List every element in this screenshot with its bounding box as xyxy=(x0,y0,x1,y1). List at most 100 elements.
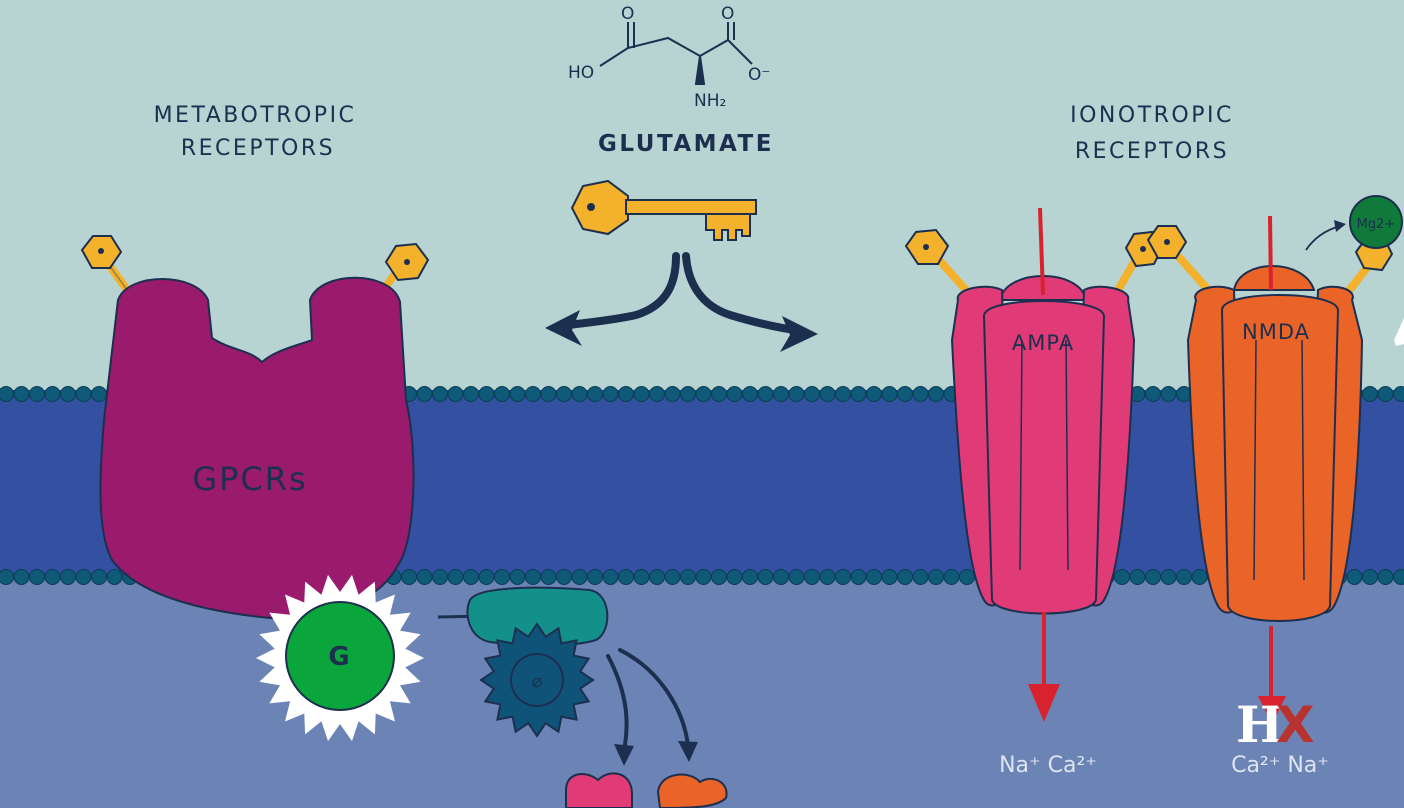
lipid-head xyxy=(633,569,650,585)
glutamate-bound-left-gpcr-icon xyxy=(80,235,134,297)
lipid-head xyxy=(0,569,14,585)
lipid-head xyxy=(819,569,836,585)
lipid-head xyxy=(912,569,929,585)
glutamate-molecule xyxy=(599,22,753,85)
lipid-head xyxy=(618,569,634,585)
second-messenger-pink-icon xyxy=(565,772,633,808)
gpcr-label: GPCRs xyxy=(192,460,307,498)
lipid-head xyxy=(773,386,789,402)
lipid-head xyxy=(447,569,464,585)
ampa-ion-flow-arrow-icon xyxy=(1028,207,1060,722)
lipid-head xyxy=(44,386,61,402)
ampa-receptor xyxy=(950,275,1136,615)
lipid-head xyxy=(416,569,433,585)
lipid-head xyxy=(835,386,851,402)
lipid-head xyxy=(711,386,727,402)
lipid-head xyxy=(602,386,619,402)
lipid-head xyxy=(91,386,107,402)
lipid-head xyxy=(602,569,619,585)
lipid-head xyxy=(695,569,712,585)
lipid-head xyxy=(742,569,758,585)
lipid-head xyxy=(416,386,433,402)
lipid-head xyxy=(13,386,30,402)
ionotropic-heading-line1: IONOTROPIC xyxy=(1070,103,1234,128)
lipid-head xyxy=(1393,386,1404,402)
lipid-head xyxy=(757,569,774,585)
lipid-head xyxy=(680,569,696,585)
lipid-head xyxy=(1160,569,1177,585)
nmda-receptor xyxy=(1186,265,1364,622)
branching-arrow-icon xyxy=(545,252,818,352)
effector-enzyme xyxy=(466,586,609,647)
lipid-head xyxy=(556,569,572,585)
lipid-head xyxy=(60,569,76,585)
lipid-head xyxy=(1145,386,1161,402)
lipid-head xyxy=(1145,569,1161,585)
mg-unblock-arrow-icon xyxy=(1305,220,1346,251)
glutamate-heading: GLUTAMATE xyxy=(598,131,774,157)
lipid-head xyxy=(680,386,696,402)
lipid-head xyxy=(587,386,603,402)
lipid-head xyxy=(540,569,557,585)
lipid-head xyxy=(29,386,45,402)
carbonyl-o-right: O xyxy=(721,4,734,24)
lipid-head xyxy=(959,569,975,585)
nmda-label: NMDA xyxy=(1242,320,1310,344)
lipid-head xyxy=(866,569,882,585)
lipid-head xyxy=(525,569,541,585)
metabotropic-heading-line2: RECEPTORS xyxy=(181,136,335,161)
lipid-head xyxy=(1377,386,1394,402)
lipid-head xyxy=(494,569,510,585)
lipid-head xyxy=(897,569,913,585)
lipid-head xyxy=(1160,386,1177,402)
amine-label: NH₂ xyxy=(694,91,726,111)
carboxylate-label: O⁻ xyxy=(748,65,770,85)
gear-hub-icon xyxy=(510,653,564,707)
lipid-head xyxy=(757,386,774,402)
lipid-head xyxy=(1346,569,1363,585)
lipid-head xyxy=(556,386,572,402)
lipid-head xyxy=(1362,569,1378,585)
lipid-head xyxy=(509,569,526,585)
lipid-head xyxy=(478,569,495,585)
glutamate-key-icon xyxy=(570,179,757,241)
lipid-head xyxy=(1362,386,1378,402)
lipid-head xyxy=(788,386,805,402)
lipid-head xyxy=(44,569,61,585)
carbonyl-o-left: O xyxy=(621,4,634,24)
lipid-head xyxy=(928,386,944,402)
lipid-head xyxy=(91,569,107,585)
effector-symbol: ⌀ xyxy=(532,671,543,692)
gpcr-receptor xyxy=(99,276,415,620)
lipid-head xyxy=(432,386,448,402)
ampa-ions-label: Na⁺ Ca²⁺ xyxy=(999,753,1097,778)
hx-logo-h: H xyxy=(1236,695,1283,754)
lipid-head xyxy=(478,386,495,402)
nmda-ions-label: Ca²⁺ Na⁺ xyxy=(1231,753,1329,778)
lipid-head xyxy=(29,569,45,585)
second-messenger-orange-icon xyxy=(656,773,728,808)
lipid-head xyxy=(525,386,541,402)
hx-logo-x: X xyxy=(1276,696,1315,754)
lipid-head xyxy=(0,386,14,402)
lipid-head xyxy=(726,569,743,585)
lipid-head xyxy=(649,386,665,402)
lipid-head xyxy=(447,386,464,402)
arrowhead-left-icon xyxy=(614,744,634,766)
ionotropic-heading-line2: RECEPTORS xyxy=(1075,139,1229,164)
lipid-head xyxy=(742,386,758,402)
lipid-head xyxy=(571,569,588,585)
lipid-head xyxy=(804,569,820,585)
lipid-head xyxy=(75,386,92,402)
lipid-head xyxy=(711,569,727,585)
lipid-head xyxy=(850,386,867,402)
lipid-head xyxy=(835,569,851,585)
lipid-head xyxy=(75,569,92,585)
metabotropic-heading-line1: METABOTROPIC xyxy=(154,103,357,128)
second-messenger-arrows-icon xyxy=(606,648,690,752)
lipid-head xyxy=(509,386,526,402)
lipid-head xyxy=(897,386,913,402)
lipid-head xyxy=(618,386,634,402)
